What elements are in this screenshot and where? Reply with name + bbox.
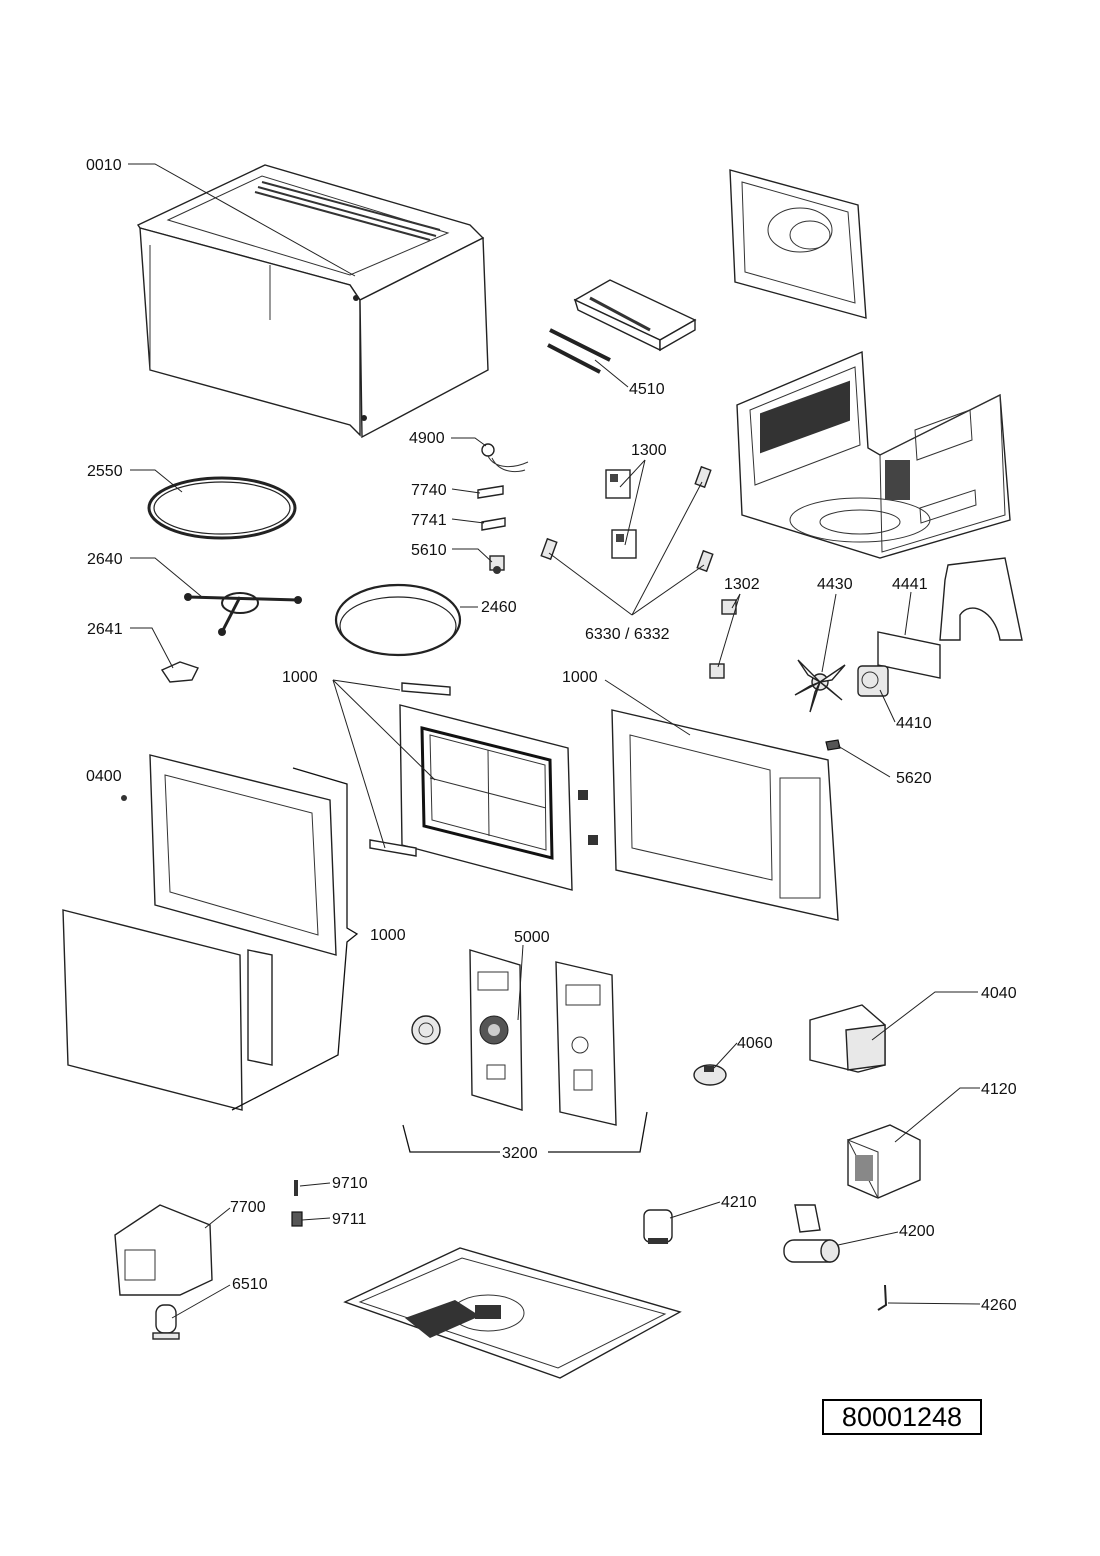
group-brackets — [231, 767, 648, 1153]
label-3200: 3200 — [502, 1145, 538, 1162]
plate-7740 — [477, 485, 504, 499]
label-4210: 4210 — [721, 1194, 757, 1211]
back-plate-part — [729, 169, 867, 319]
part-9711 — [291, 1211, 303, 1227]
label-4200: 4200 — [899, 1223, 935, 1240]
interlock-switches-part — [605, 469, 637, 559]
hv-module-part — [547, 279, 697, 374]
label-1000-inner: 1000 — [282, 669, 318, 686]
label-4120: 4120 — [981, 1081, 1017, 1098]
part-9710 — [294, 1180, 298, 1196]
label-4060: 4060 — [737, 1035, 773, 1052]
document-number-box: 80001248 — [822, 1399, 982, 1435]
label-9710: 9710 — [332, 1175, 368, 1192]
housing-7700-part — [114, 1204, 213, 1296]
callout-labels: 0010 4510 4900 1300 2550 7740 7741 5610 … — [86, 157, 1017, 1314]
transformer-4120-part — [846, 1124, 921, 1199]
label-5000: 5000 — [514, 929, 550, 946]
label-9711: 9711 — [332, 1211, 367, 1228]
door-hinge-upper — [401, 682, 451, 696]
diode-4260-part — [877, 1284, 888, 1311]
label-4441: 4441 — [892, 576, 928, 593]
capacitor-4200-part — [783, 1204, 840, 1263]
fan-motor-part — [857, 665, 889, 697]
lamp-6510-part — [152, 1304, 180, 1340]
label-4410: 4410 — [896, 715, 932, 732]
front-frame-part — [611, 709, 839, 921]
label-4260: 4260 — [981, 1297, 1017, 1314]
microswitches-part — [540, 465, 714, 573]
label-7741: 7741 — [411, 512, 447, 529]
label-2460: 2460 — [481, 599, 517, 616]
screw-0400 — [121, 795, 127, 801]
leader-lines — [128, 163, 981, 1319]
label-0010: 0010 — [86, 157, 122, 174]
transformer-4040-part — [809, 1004, 886, 1073]
label-1300: 1300 — [631, 442, 667, 459]
roller-support-part — [184, 592, 302, 636]
label-6510: 6510 — [232, 1276, 268, 1293]
label-0400: 0400 — [86, 768, 122, 785]
label-7700: 7700 — [230, 1199, 266, 1216]
lamp-5610 — [489, 555, 505, 574]
label-7740: 7740 — [411, 482, 447, 499]
outer-cabinet-part — [136, 164, 489, 439]
fan-bracket-part — [877, 631, 941, 679]
door-choke-frame-part — [399, 704, 598, 891]
sensor-5620 — [825, 739, 841, 751]
label-4040: 4040 — [981, 985, 1017, 1002]
label-5620: 5620 — [896, 770, 932, 787]
air-duct-part — [939, 557, 1023, 641]
control-panel-part — [411, 949, 617, 1126]
label-2550: 2550 — [87, 463, 123, 480]
label-1302: 1302 — [724, 576, 760, 593]
oven-cavity-part — [736, 350, 1011, 559]
sensor-part — [481, 443, 529, 473]
fan-blade-part — [794, 659, 846, 713]
coupler-part — [160, 661, 199, 683]
label-4430: 4430 — [817, 576, 853, 593]
label-5610: 5610 — [411, 542, 447, 559]
door-glass-part — [62, 909, 273, 1111]
glass-tray-part — [334, 583, 462, 657]
roller-ring-part — [147, 476, 297, 540]
thermal-fuse-part — [709, 599, 737, 679]
label-2640: 2640 — [87, 551, 123, 568]
door-frame-part — [149, 754, 337, 956]
base-plate-part — [343, 1247, 682, 1379]
plate-7741 — [481, 517, 506, 531]
label-4900: 4900 — [409, 430, 445, 447]
capacitor-4210-part — [643, 1209, 673, 1244]
door-hinge-lower — [369, 839, 417, 857]
turntable-motor-part — [693, 1064, 727, 1086]
label-1000-front: 1000 — [562, 669, 598, 686]
label-2641: 2641 — [87, 621, 123, 638]
label-4510: 4510 — [629, 381, 665, 398]
label-1000-door: 1000 — [370, 927, 406, 944]
label-6330-6332: 6330 / 6332 — [585, 626, 670, 643]
